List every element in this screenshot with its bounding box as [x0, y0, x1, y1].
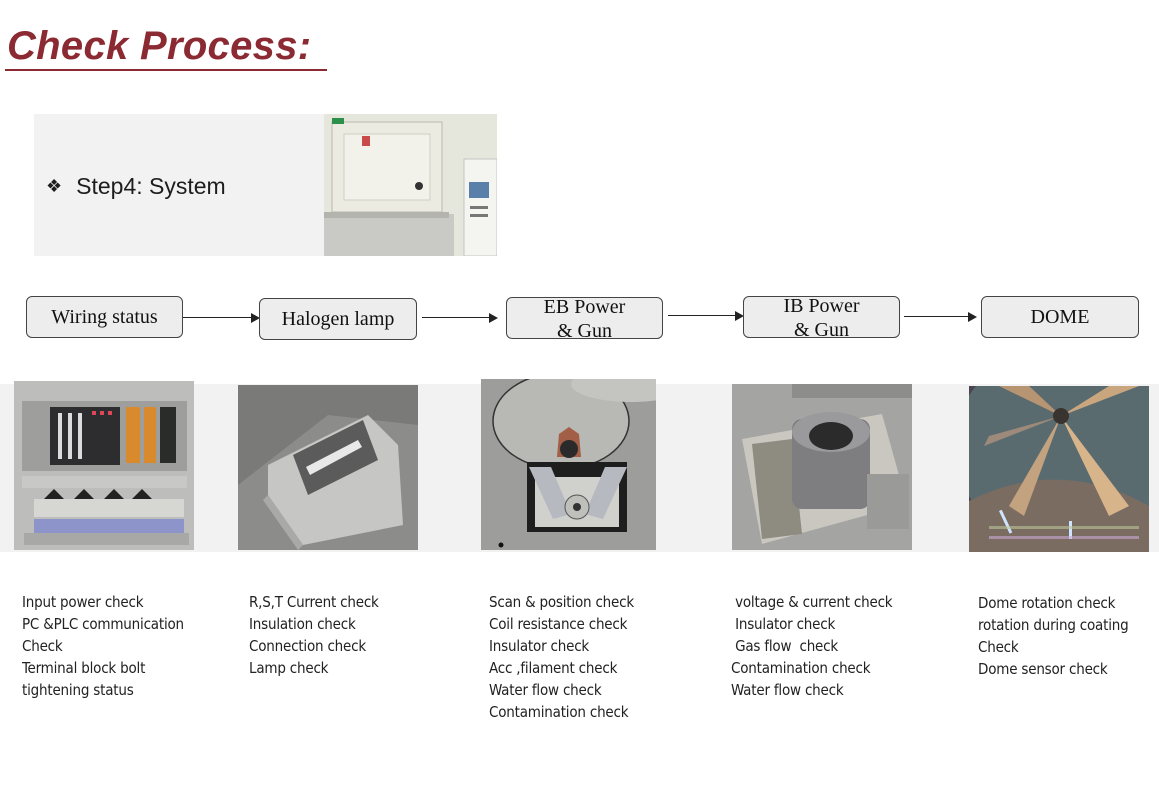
checklist-item: Scan & position check	[489, 593, 634, 611]
checklist-item: Water flow check	[489, 681, 602, 699]
step-heading: ❖ Step4: System	[46, 173, 226, 200]
checklist-item: Gas flow check	[731, 637, 839, 655]
checklist-wiring-status: Input power check PC &PLC communication …	[22, 591, 184, 701]
checklist-item: Contamination check	[489, 703, 629, 721]
flow-step-label: IB Power	[783, 295, 860, 317]
coating-system-machine-photo	[324, 114, 497, 256]
right-arrow-icon	[183, 313, 260, 323]
step-label: Step4: System	[76, 173, 226, 199]
flow-step-label: DOME	[1030, 306, 1090, 328]
flow-step-label: & Gun	[557, 320, 612, 342]
flow-step-label: Halogen lamp	[281, 308, 395, 330]
checklist-item: tightening status	[22, 681, 134, 699]
flow-step-wiring-status: Wiring status	[26, 296, 183, 338]
checklist-item: Insulation check	[249, 615, 356, 633]
checklist-item: Check	[978, 638, 1019, 656]
eb-gun-photo	[481, 379, 656, 550]
flow-step-ib-power-gun: IB Power & Gun	[743, 295, 900, 341]
step-box	[34, 114, 325, 256]
checklist-item: Contamination check	[731, 659, 871, 677]
halogen-lamp-photo	[238, 385, 418, 550]
checklist-item: Insulator check	[489, 637, 590, 655]
flow-step-label: & Gun	[794, 319, 849, 341]
title-underline	[5, 69, 327, 71]
checklist-item: Terminal block bolt	[22, 659, 146, 677]
flow-step-eb-power-gun: EB Power & Gun	[506, 296, 663, 342]
right-arrow-icon	[668, 311, 744, 321]
flow-step-dome: DOME	[981, 296, 1139, 338]
checklist-item: rotation during coating	[978, 616, 1129, 634]
checklist-item: Acc ,filament check	[489, 659, 618, 677]
wiring-panel-photo	[14, 381, 194, 550]
flow-step-label: EB Power	[543, 296, 626, 318]
checklist-item: Input power check	[22, 593, 144, 611]
checklist-eb-power-gun: Scan & position check Coil resistance ch…	[489, 591, 634, 723]
checklist-item: Check	[22, 637, 63, 655]
checklist-item: R,S,T Current check	[249, 593, 379, 611]
checklist-item: Water flow check	[731, 681, 844, 699]
checklist-item: Dome rotation check	[978, 594, 1116, 612]
checklist-item: Coil resistance check	[489, 615, 628, 633]
checklist-item: Lamp check	[249, 659, 329, 677]
page-title: Check Process:	[7, 24, 312, 68]
flow-step-label: Wiring status	[51, 306, 158, 328]
checklist-ib-power-gun: voltage & current check Insulator check …	[731, 591, 893, 701]
checklist-item: Insulator check	[731, 615, 836, 633]
dome-photo	[969, 386, 1149, 552]
ib-gun-photo	[732, 384, 912, 550]
checklist-item: voltage & current check	[731, 593, 893, 611]
right-arrow-icon	[422, 313, 498, 323]
diamond-bullet-icon: ❖	[46, 176, 63, 196]
flow-step-halogen-lamp: Halogen lamp	[259, 298, 417, 340]
checklist-item: PC &PLC communication	[22, 615, 184, 633]
right-arrow-icon	[904, 312, 977, 322]
checklist-dome: Dome rotation check rotation during coat…	[978, 592, 1129, 680]
checklist-item: Dome sensor check	[978, 660, 1108, 678]
checklist-item: Connection check	[249, 637, 366, 655]
checklist-halogen-lamp: R,S,T Current check Insulation check Con…	[249, 591, 379, 679]
